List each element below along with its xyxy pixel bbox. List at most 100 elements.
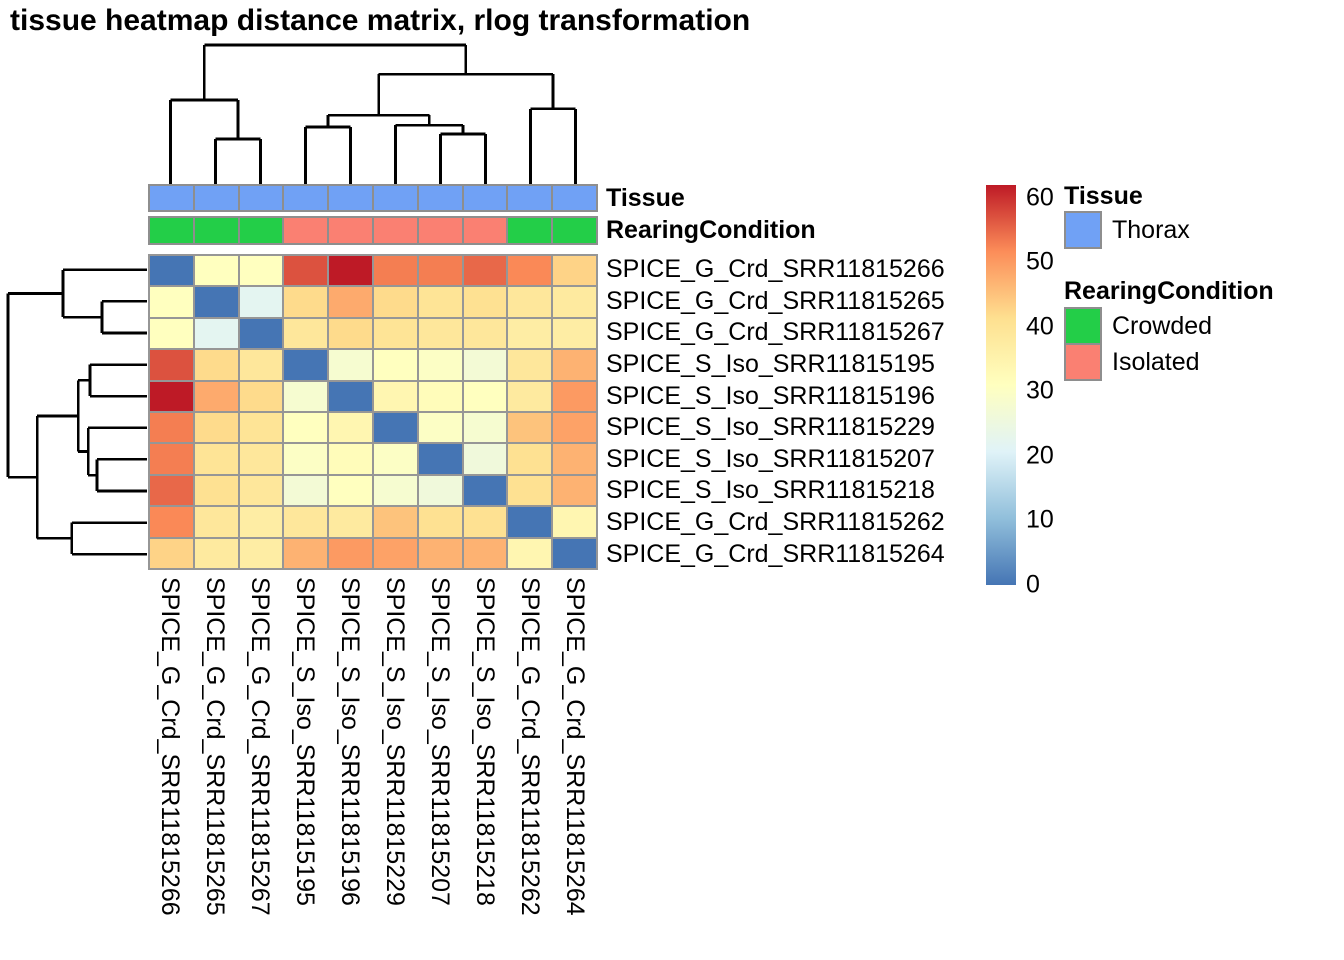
tissue-annotation-bar: [148, 184, 598, 212]
heatmap-cell: [507, 506, 553, 538]
heatmap-cell: [372, 349, 418, 381]
col-label: SPICE_G_Crd_SRR11815266: [155, 577, 184, 916]
legend-thorax-swatch: [1064, 211, 1102, 249]
heatmap-cell: [149, 286, 194, 318]
col-label: SPICE_S_Iso_SRR11815196: [335, 577, 364, 906]
heatmap-cell: [193, 537, 239, 569]
heatmap-cell: [149, 506, 194, 538]
heatmap-cell: [417, 506, 463, 538]
heatmap-cell: [507, 474, 553, 507]
heatmap-cell: [372, 286, 418, 318]
rearing-annotation-cell: [283, 217, 329, 244]
heatmap-cell: [552, 255, 597, 287]
heatmap-cell: [372, 255, 418, 287]
colorbar-tick-label: 40: [1026, 312, 1054, 341]
heatmap-cell: [462, 537, 508, 569]
col-label: SPICE_G_Crd_SRR11815264: [560, 577, 589, 916]
heatmap-cell: [328, 506, 373, 538]
tissue-annotation-cell: [417, 185, 463, 211]
tissue-annotation-cell: [328, 185, 373, 211]
col-label: SPICE_S_Iso_SRR11815207: [425, 577, 454, 906]
heatmap-cell: [372, 443, 418, 475]
heatmap-cell: [328, 411, 373, 444]
heatmap-cell: [462, 317, 508, 350]
heatmap-cell: [372, 317, 418, 350]
colorbar-tick-label: 0: [1026, 570, 1040, 599]
col-label: SPICE_G_Crd_SRR11815265: [200, 577, 229, 916]
heatmap-cell: [462, 380, 508, 412]
heatmap-cell: [149, 349, 194, 381]
rearing-annotation-cell: [193, 217, 239, 244]
heatmap-cell: [193, 443, 239, 475]
heatmap-cell: [552, 474, 597, 507]
heatmap-cell: [417, 380, 463, 412]
rearing-annotation-cell: [328, 217, 373, 244]
heatmap-cell: [328, 443, 373, 475]
heatmap-cell: [507, 317, 553, 350]
heatmap-cell: [283, 286, 329, 318]
heatmap-cell: [417, 474, 463, 507]
heatmap-cell: [283, 506, 329, 538]
heatmap-cell: [283, 349, 329, 381]
tissue-annotation-label: Tissue: [606, 183, 685, 212]
column-dendrogram: [169, 43, 577, 184]
heatmap-cell: [552, 349, 597, 381]
heatmap-cell: [238, 255, 284, 287]
heatmap-cell: [507, 411, 553, 444]
tissue-annotation-cell: [552, 185, 597, 211]
heatmap-cell: [552, 506, 597, 538]
heatmap-cell: [193, 506, 239, 538]
heatmap-cell: [193, 411, 239, 444]
col-label: SPICE_S_Iso_SRR11815229: [380, 577, 409, 906]
rearing-annotation-cell: [238, 217, 284, 244]
heatmap-cell: [462, 443, 508, 475]
legend-thorax-label: Thorax: [1112, 215, 1190, 244]
col-label: SPICE_S_Iso_SRR11815195: [290, 577, 319, 906]
heatmap-cell: [149, 537, 194, 569]
heatmap-cell: [417, 317, 463, 350]
rearing-annotation-cell: [417, 217, 463, 244]
heatmap-cell: [507, 380, 553, 412]
legend-tissue-title: Tissue: [1064, 182, 1143, 210]
heatmap-cell: [328, 537, 373, 569]
heatmap-cell: [552, 380, 597, 412]
rearing-annotation-label: RearingCondition: [606, 216, 816, 244]
heatmap-cell: [238, 317, 284, 350]
colorbar-tick-label: 50: [1026, 247, 1054, 276]
heatmap-cell: [507, 286, 553, 318]
heatmap-cell: [462, 255, 508, 287]
row-label: SPICE_G_Crd_SRR11815267: [606, 318, 945, 347]
heatmap-cell: [372, 474, 418, 507]
heatmap-cell: [238, 411, 284, 444]
legend-isolated-swatch: [1064, 343, 1102, 381]
heatmap-cell: [149, 380, 194, 412]
heatmap-cell: [372, 411, 418, 444]
heatmap-cell: [462, 474, 508, 507]
heatmap-cell: [283, 255, 329, 287]
heatmap-cell: [149, 317, 194, 350]
heatmap-cell: [372, 537, 418, 569]
heatmap-cell: [417, 411, 463, 444]
legend-crowded-swatch: [1064, 307, 1102, 345]
heatmap-cell: [417, 537, 463, 569]
heatmap-cell: [328, 255, 373, 287]
row-dendrogram: [6, 268, 147, 556]
heatmap-cell: [149, 474, 194, 507]
tissue-annotation-cell: [283, 185, 329, 211]
heatmap-cell: [552, 411, 597, 444]
heatmap-cell: [283, 537, 329, 569]
heatmap-cell: [283, 411, 329, 444]
legend-crowded-label: Crowded: [1112, 311, 1213, 340]
heatmap-cell: [149, 411, 194, 444]
heatmap-cell: [372, 506, 418, 538]
col-label: SPICE_S_Iso_SRR11815218: [470, 577, 499, 906]
heatmap-cell: [462, 411, 508, 444]
heatmap-cell: [193, 317, 239, 350]
tissue-annotation-cell: [462, 185, 508, 211]
heatmap-cell: [507, 349, 553, 381]
heatmap-cell: [552, 286, 597, 318]
rearing-annotation-cell: [462, 217, 508, 244]
heatmap-cell: [417, 443, 463, 475]
heatmap-cell: [238, 443, 284, 475]
